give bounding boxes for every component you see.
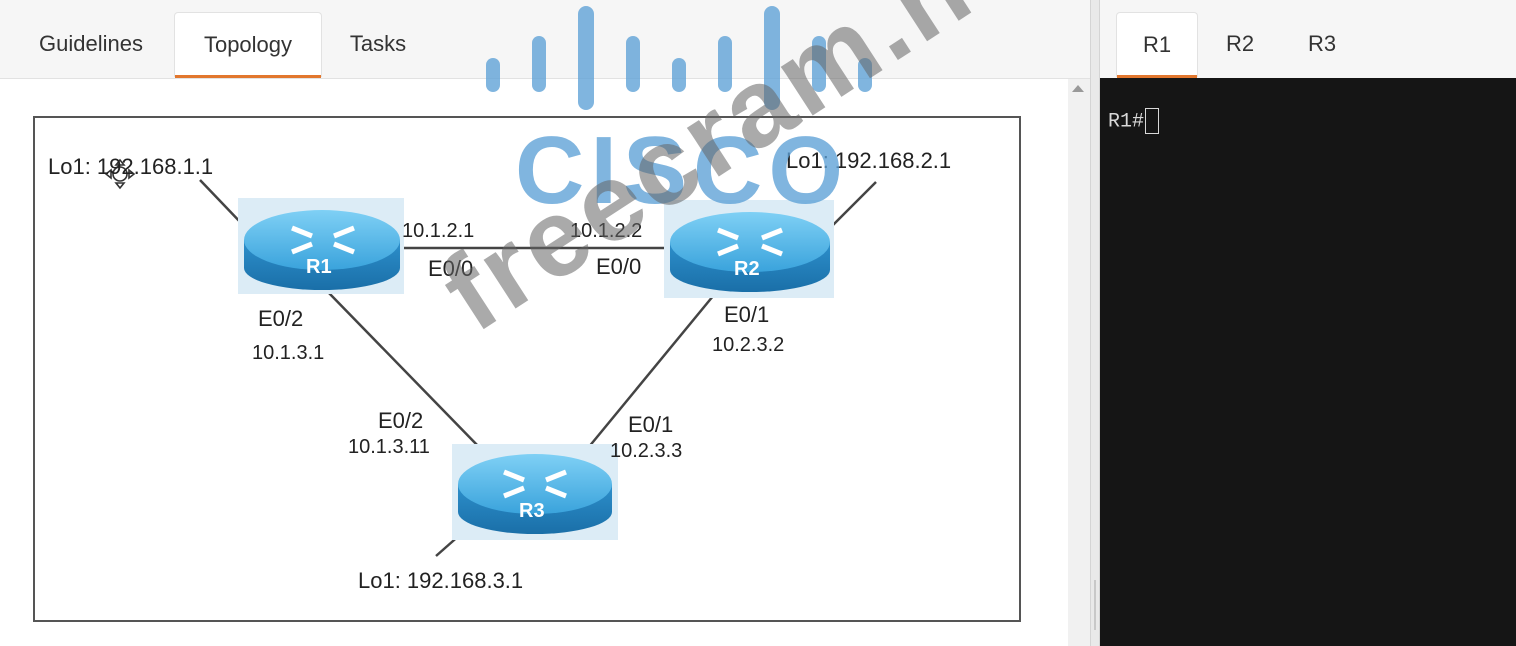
tab-r3[interactable]: R3 [1307,31,1337,56]
r2-loopback-label: Lo1: 192.168.2.1 [786,148,952,173]
vertical-scrollbar[interactable] [1068,79,1090,646]
r1-e00-ip-label: 10.1.2.1 [402,220,475,242]
topology-diagram [104,158,877,557]
r3-e02-label: E0/2 [378,408,424,433]
tab-r2[interactable]: R2 [1225,31,1255,56]
r1-e02-label: E0/2 [258,306,304,331]
tab-tasks[interactable]: Tasks [349,31,407,56]
router-r1-icon[interactable] [238,198,404,294]
topology-frame [33,116,1021,622]
r2-e01-ip-label: 10.2.3.2 [712,334,785,356]
router-r2-label: R2 [734,258,760,280]
tab-topology[interactable]: Topology [174,12,322,78]
console-panel: R1 R2 R3 R1# [1100,0,1516,646]
device-tab-bar: R1 R2 R3 [1100,0,1516,79]
terminal-cursor-icon [1145,108,1160,134]
router-r3-icon[interactable] [452,444,618,540]
terminal-line[interactable]: R1# [1108,108,1160,134]
r3-e01-ip-label: 10.2.3.3 [610,440,683,462]
r3-e02-ip-label: 10.1.3.11 [348,436,430,458]
r3-loopback-label: Lo1: 192.168.3.1 [358,568,524,593]
cisco-watermark: CISCO [515,117,850,224]
router-r2-icon[interactable] [664,200,834,298]
link-r1-r3 [327,291,481,449]
r1-e00-label: E0/0 [428,256,474,281]
topology-content [0,79,1068,646]
r1-e02-ip-label: 10.1.3.1 [252,342,325,364]
link-r1-lo1 [199,179,245,227]
terminal-console[interactable]: R1# [1100,78,1516,646]
link-r2-r3 [587,289,719,449]
divider-grip-icon[interactable] [1094,580,1096,630]
router-r1-label: R1 [306,256,332,278]
r3-e01-label: E0/1 [628,412,674,437]
r2-e00-ip-label: 10.1.2.2 [570,220,643,242]
link-r2-lo1 [831,181,877,227]
move-cursor-icon [104,158,136,190]
scroll-up-arrow-icon[interactable] [1072,85,1084,92]
r1-loopback-label: Lo1: 192.168.1.1 [48,154,214,179]
terminal-prompt: R1# [1108,110,1145,134]
router-r3-label: R3 [519,500,545,522]
instructions-panel: Guidelines Topology Tasks [0,12,1090,646]
cisco-logo-bars-icon [486,6,872,110]
tab-r1[interactable]: R1 [1116,12,1198,78]
panel-resize-divider[interactable] [1090,0,1100,646]
r2-e00-label: E0/0 [596,254,642,279]
tab-guidelines[interactable]: Guidelines [39,31,143,56]
r2-e01-label: E0/1 [724,302,770,327]
